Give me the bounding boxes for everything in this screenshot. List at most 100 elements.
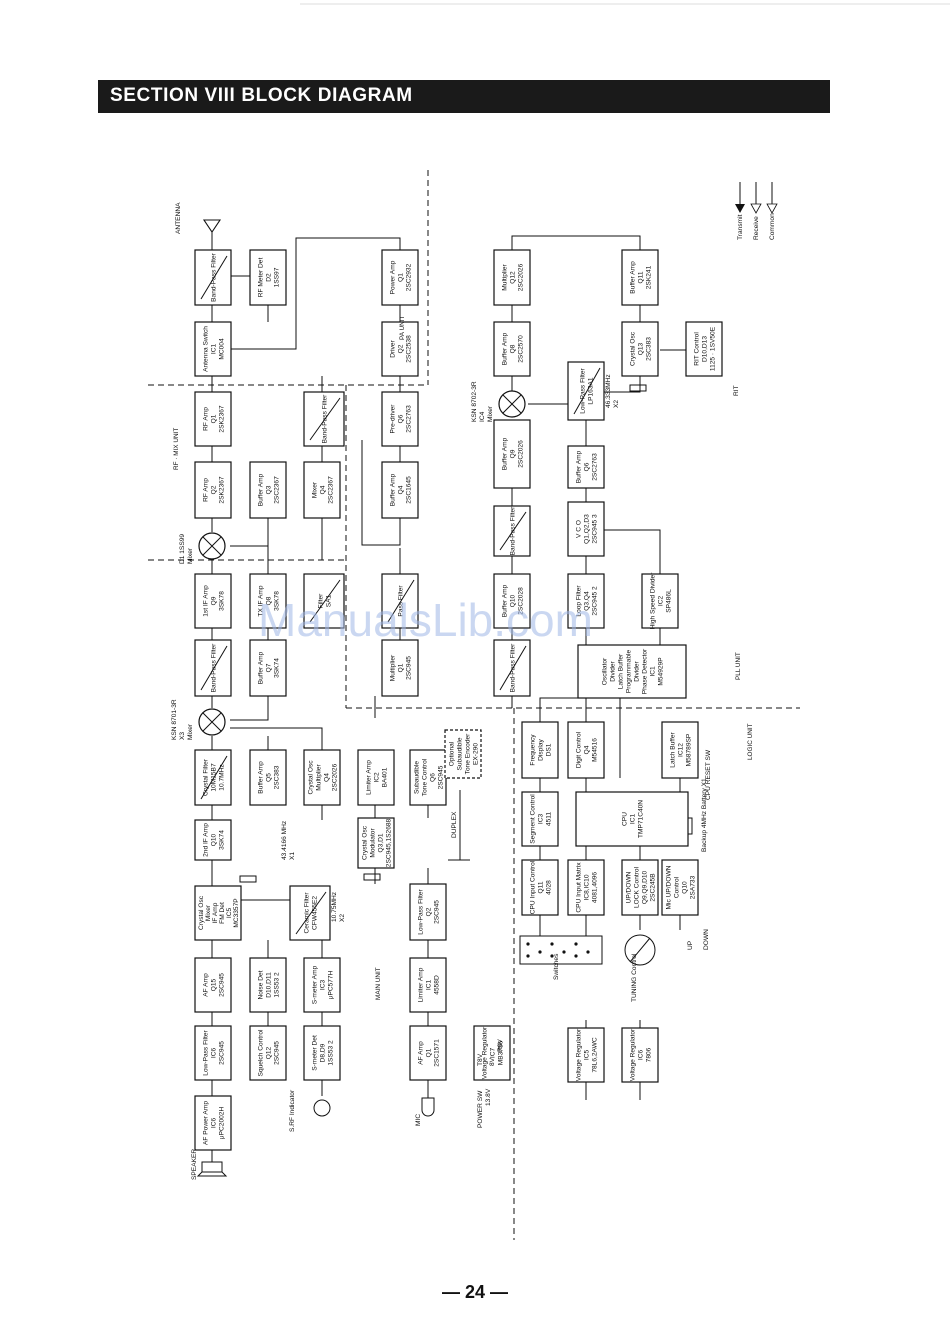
block-label: X2 bbox=[339, 914, 346, 922]
block-label: Low-Pass Filter bbox=[580, 367, 587, 413]
block-label: Q8 bbox=[266, 596, 273, 605]
block-label: MB3756 bbox=[498, 1040, 505, 1065]
block-label: Q2 bbox=[426, 907, 433, 916]
block-label: 2SK241 bbox=[646, 265, 653, 289]
block-label: 2SC2570 bbox=[518, 335, 525, 363]
block-label: X1 bbox=[289, 852, 296, 860]
block-label: AF Power Amp bbox=[203, 1101, 210, 1145]
block-label: TMP71C40N bbox=[638, 800, 645, 838]
block-label: IC1 bbox=[426, 980, 433, 991]
block-label: Band-Pass Filter bbox=[510, 643, 517, 693]
block-label: 2SC2367 bbox=[274, 476, 281, 504]
block-label: Q3,D1 bbox=[378, 833, 385, 852]
block-label: IC6 bbox=[211, 1118, 218, 1129]
block-label: Q8 bbox=[510, 344, 517, 353]
block-label: LP163A1 bbox=[588, 377, 595, 404]
block-label: 2SC383 bbox=[274, 765, 281, 789]
block-label: Crystal Osc bbox=[308, 760, 315, 795]
block-label: Q10 bbox=[682, 881, 689, 894]
block-label: D10,D13 bbox=[702, 336, 709, 362]
block-label: SP486L bbox=[666, 589, 673, 613]
block-pass-filter: Pass Filter bbox=[381, 573, 419, 629]
block-label: Buffer Amp bbox=[630, 261, 637, 294]
block-label: Limiter Amp bbox=[366, 760, 373, 795]
block-label: Segment Control bbox=[530, 794, 537, 844]
block-label: Buffer Amp bbox=[258, 651, 265, 684]
block-label: IC2 bbox=[374, 772, 381, 783]
block-label: IC3 bbox=[538, 814, 545, 825]
block-label: 2SC2538 bbox=[406, 335, 413, 363]
block-label: Band-Pass Filter bbox=[322, 394, 329, 444]
terminal-label: S.RF Indicator bbox=[289, 1089, 296, 1132]
block-label: Q9 bbox=[510, 449, 517, 458]
block-label: Q4 bbox=[320, 485, 327, 494]
block-label: Mixer bbox=[487, 405, 494, 422]
switch-dot bbox=[550, 954, 554, 958]
block-label: 2SK2367 bbox=[219, 476, 226, 503]
block-label: Mixer bbox=[312, 481, 319, 498]
block-label: 43.4166 MHz bbox=[281, 821, 288, 860]
block-label: 78L6,2AWC bbox=[592, 1037, 599, 1073]
block-label: Filter bbox=[318, 593, 325, 608]
switch-dot bbox=[526, 954, 530, 958]
block-label: 2SC1645 bbox=[406, 476, 413, 504]
terminal-label: Backup 4MHz Battery X1 bbox=[701, 778, 708, 852]
block-label: Squelch Control bbox=[258, 1029, 265, 1076]
block-label: M58789SP bbox=[686, 733, 693, 766]
block-label: Buffer Amp bbox=[576, 450, 583, 483]
block-label: LOCK Control bbox=[634, 866, 641, 908]
block-label: 10.7MHz bbox=[219, 764, 226, 790]
block-label: Limiter Amp bbox=[418, 967, 425, 1002]
block-label: IC6 bbox=[211, 1048, 218, 1059]
block-label: μPC577H bbox=[328, 970, 335, 999]
terminal-label: UP bbox=[687, 940, 694, 950]
block-label: Q1 bbox=[426, 1048, 433, 1057]
block-label: Optional bbox=[449, 741, 456, 766]
block-label: IC1 bbox=[211, 344, 218, 355]
block-label: CPU Input Control bbox=[530, 860, 537, 914]
terminal-label: DUPLEX bbox=[451, 811, 458, 838]
block-label: 7806 bbox=[646, 1047, 653, 1062]
block-label: Q15 bbox=[211, 978, 218, 991]
block-label: Divider bbox=[610, 660, 617, 681]
block-label: 2SC2026 bbox=[518, 440, 525, 468]
block-label: AF Amp bbox=[418, 1041, 425, 1065]
block-label: 4028 bbox=[546, 880, 553, 895]
watermark: ManualsLib.com bbox=[258, 594, 593, 646]
block-label: 2SC1571 bbox=[434, 1039, 441, 1067]
block-label: Subaudible bbox=[414, 761, 421, 794]
terminal-symbols bbox=[196, 219, 693, 1177]
block-label: Band-Pass Filter bbox=[211, 643, 218, 693]
block-label: Crystal Filter bbox=[203, 758, 210, 796]
block-label: D1 1SS99 bbox=[179, 534, 186, 564]
block-label: Q1 bbox=[398, 273, 405, 282]
block-label: Multiplier bbox=[502, 264, 509, 291]
block-bpf-ant: Band-Pass Filter bbox=[194, 249, 232, 306]
switch-dot bbox=[538, 950, 542, 954]
block-label: 1125 · 1SV50E bbox=[710, 326, 717, 371]
block-label: Divider bbox=[634, 660, 641, 681]
block-label: SA1 bbox=[326, 594, 333, 607]
block-label: Latch Buffer bbox=[670, 731, 677, 767]
block-label: 1SS53 2 bbox=[274, 972, 281, 998]
